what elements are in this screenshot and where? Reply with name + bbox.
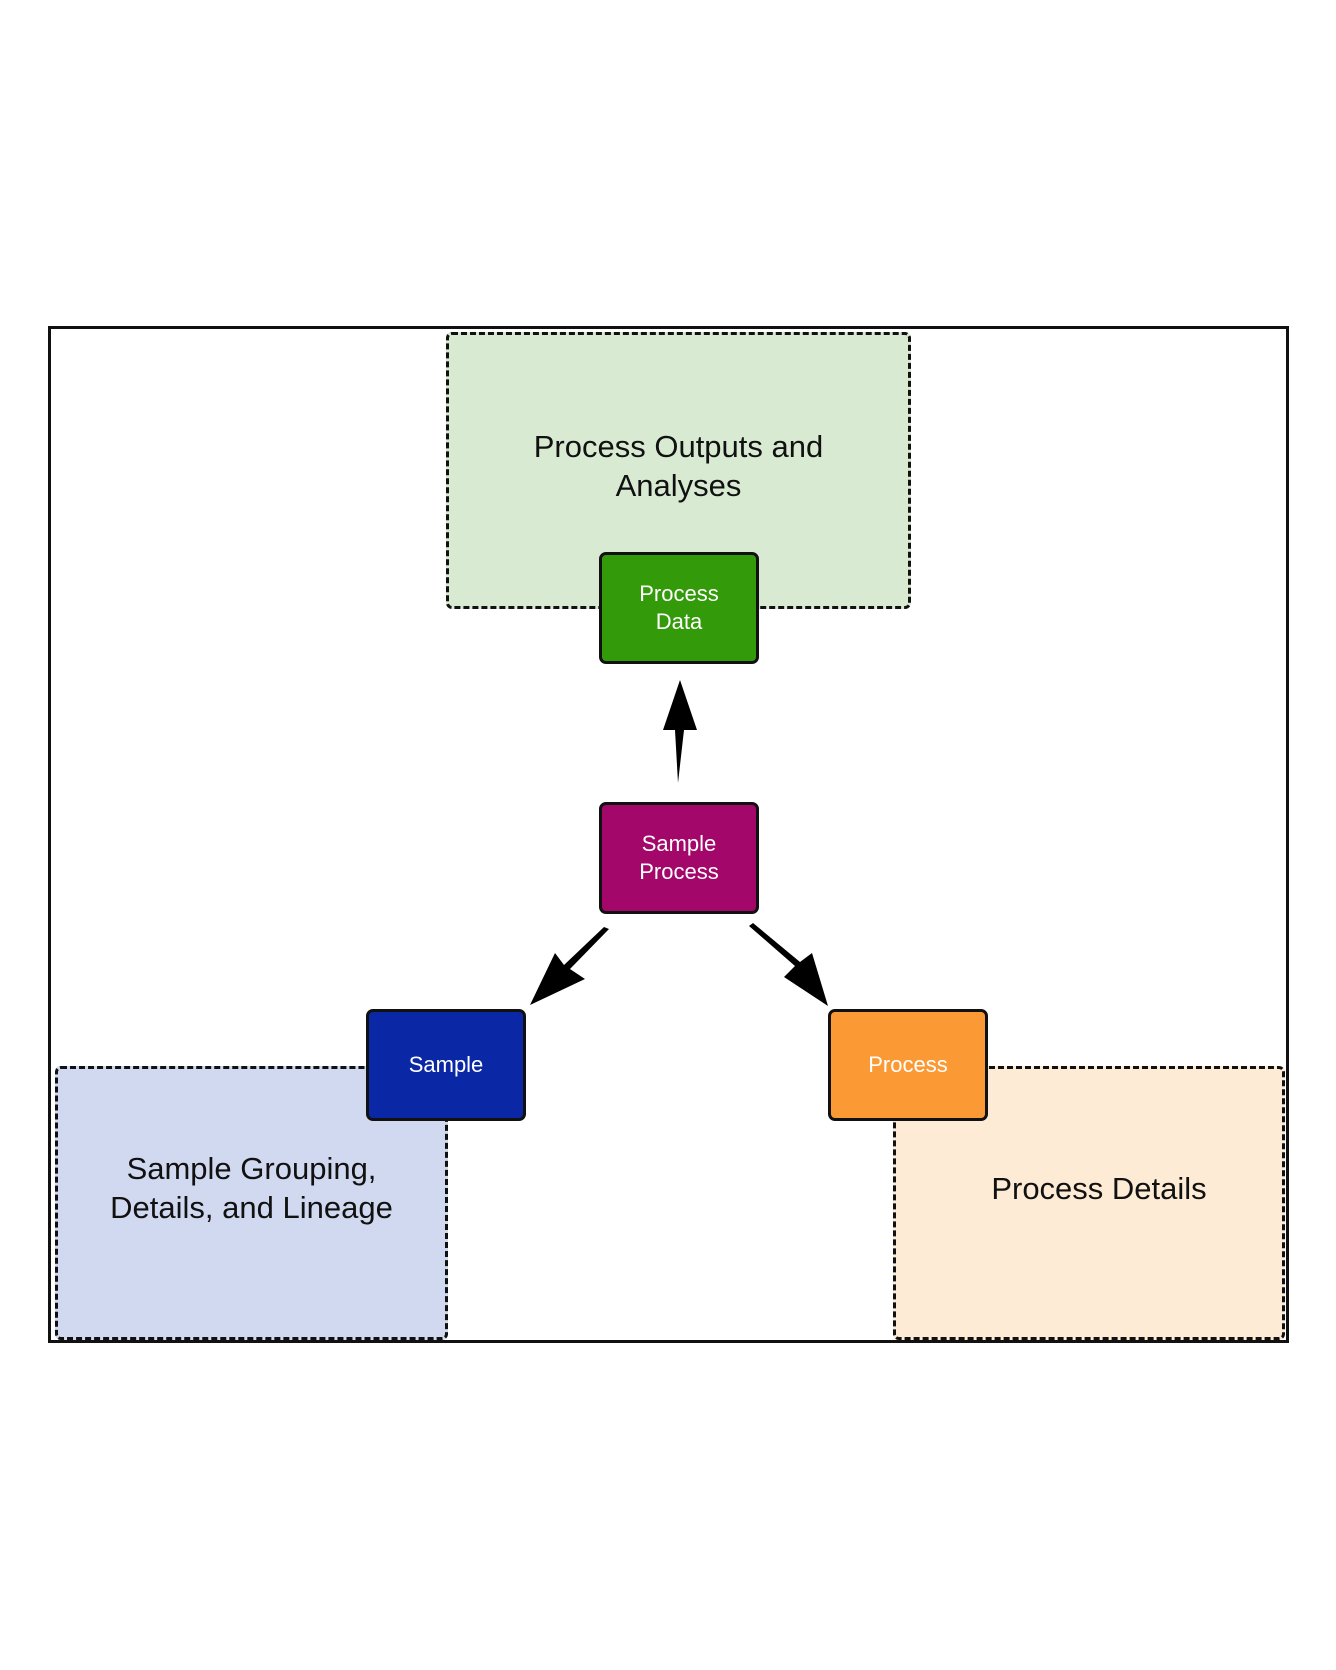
node-label: Process [868,1052,948,1077]
node-process-data[interactable]: Process Data [599,552,759,664]
region-label: Analyses [615,468,742,503]
region-label: Details, and Lineage [110,1190,393,1225]
node-label: Sample [408,1052,484,1077]
node-label: Process [639,859,719,884]
region-label: Sample Grouping, [126,1151,377,1186]
node-label: Sample [641,831,717,856]
region-label: Process Details [991,1170,1207,1206]
node-sample[interactable]: Sample [366,1009,526,1121]
region-label: Process Outputs and [533,429,824,464]
node-sample-process[interactable]: Sample Process [599,802,759,914]
node-label: Data [655,609,703,634]
node-label: Process [639,581,719,606]
node-process[interactable]: Process [828,1009,988,1121]
